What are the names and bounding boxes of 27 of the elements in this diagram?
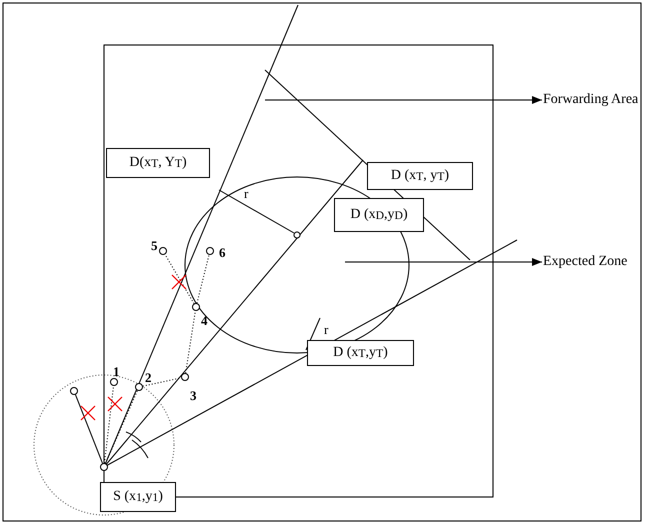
link-line (104, 385, 114, 464)
node-number: 1 (113, 364, 120, 380)
link-line (164, 254, 194, 304)
node-circle (159, 247, 167, 255)
zone-label: Expected Zone (543, 254, 628, 270)
node-circle (181, 373, 189, 381)
radius-label: r (244, 186, 248, 202)
node-circle (70, 387, 78, 395)
arrow (344, 258, 542, 266)
node-number: 2 (145, 370, 152, 386)
link-line (196, 254, 210, 304)
node-circle (206, 247, 214, 255)
zone-label: Forwarding Area (543, 92, 638, 108)
node-number: 6 (219, 245, 226, 261)
node-circle (100, 463, 108, 471)
node-circle (192, 303, 200, 311)
link-line (105, 390, 138, 464)
node-number: 3 (190, 388, 196, 404)
link-line (74, 394, 104, 464)
node-circle (110, 378, 118, 386)
radius-label: r (324, 322, 328, 338)
arrow (264, 96, 542, 104)
link-line (142, 377, 182, 387)
node-number: 5 (151, 238, 158, 254)
node-circle (135, 383, 143, 391)
link-line (185, 310, 196, 374)
node-number: 4 (201, 313, 208, 329)
